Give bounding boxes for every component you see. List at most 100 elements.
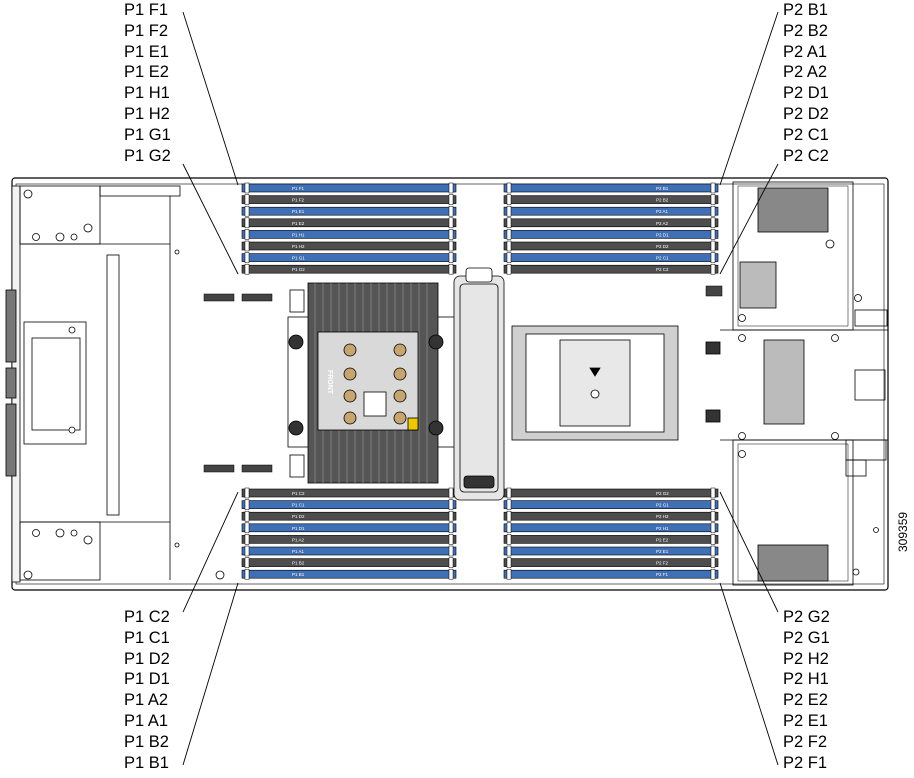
- dimm-latch: [448, 557, 454, 568]
- dimm-latch: [506, 229, 512, 240]
- dimm-slot: [241, 253, 457, 262]
- dimm-callout-label: P1 F2: [124, 21, 169, 40]
- dimm-callout-label: P1 D2: [124, 649, 170, 668]
- dimm-slot: [503, 535, 719, 544]
- dimm-slot: [241, 569, 457, 579]
- dimm-slot-silkscreen: P1 H1: [292, 232, 305, 237]
- dimm-slot: [503, 500, 719, 509]
- dimm-latch: [448, 252, 454, 263]
- small-connectors: [203, 285, 723, 473]
- dimm-slot-silkscreen: P1 C2: [292, 491, 305, 496]
- dimm-callout-label: P2 H1: [783, 670, 829, 689]
- dimm-slot: [241, 535, 457, 544]
- dimm-latch: [506, 217, 512, 229]
- dimm-latch: [244, 487, 250, 499]
- dimm-callout-label: P1 F1: [124, 1, 169, 19]
- dimm-slot: [241, 488, 457, 498]
- dimm-latch: [244, 182, 250, 194]
- dimm-slot: [241, 183, 457, 193]
- dimm-callout-label: P2 A2: [783, 63, 828, 82]
- dimm-callout-label: P2 E1: [783, 711, 828, 730]
- dimm-callout-label: P1 A2: [124, 691, 169, 710]
- dimm-callout-label: P2 F2: [783, 732, 828, 751]
- dimm-slot: [241, 195, 457, 204]
- dimm-latch: [244, 545, 250, 557]
- dimm-slot-silkscreen: P2 E1: [656, 549, 669, 554]
- dimm-slot: [503, 183, 719, 193]
- dimm-latch: [448, 487, 454, 499]
- dimm-slot: [241, 558, 457, 567]
- dimm-latch: [506, 534, 512, 545]
- dimm-slot-silkscreen: P2 F1: [656, 572, 669, 577]
- dimm-latch: [244, 217, 250, 229]
- dimm-slot-silkscreen: P2 B1: [656, 186, 669, 191]
- dimm-slot: [241, 264, 457, 274]
- dimm-latch: [448, 522, 454, 534]
- dimm-slot: [503, 488, 719, 498]
- dimm-latch: [710, 240, 716, 252]
- dimm-slot-silkscreen: P2 A1: [656, 209, 669, 214]
- dimm-latch: [244, 522, 250, 534]
- dimm-slot: [503, 253, 719, 262]
- dimm-callout-label: P2 B2: [783, 21, 828, 40]
- dimm-slot: [241, 511, 457, 521]
- dimm-callout-label: P1 C1: [124, 628, 170, 647]
- dimm-slot: [241, 500, 457, 509]
- dimm-latch: [506, 205, 512, 217]
- dimm-latch: [710, 194, 716, 205]
- dimm-latch: [244, 252, 250, 263]
- dimm-latch: [710, 545, 716, 557]
- dimm-latch: [710, 557, 716, 568]
- right-bay-screws: [738, 239, 879, 576]
- dimm-latch: [506, 263, 512, 275]
- dimm-callout-label: P1 B2: [124, 732, 169, 751]
- dimm-slot: [503, 546, 719, 556]
- dimm-latch: [710, 205, 716, 217]
- dimm-latch: [244, 205, 250, 217]
- dimm-latch: [710, 252, 716, 263]
- dimm-latch: [448, 217, 454, 229]
- dimm-latch: [448, 194, 454, 205]
- dimm-callout-label: P2 D2: [783, 104, 829, 123]
- dimm-callout-label: P1 D1: [124, 670, 170, 689]
- dimm-slot-silkscreen: P1 D2: [292, 514, 305, 519]
- dimm-callout-label: P1 G2: [124, 146, 171, 165]
- front-silkscreen: FRONT: [326, 370, 333, 395]
- dimm-slot: [241, 218, 457, 228]
- dimm-latch: [506, 182, 512, 194]
- dimm-latch: [710, 229, 716, 240]
- dimm-slot-silkscreen: P1 B1: [292, 572, 305, 577]
- dimm-latch: [710, 263, 716, 275]
- left-bezel: [5, 185, 181, 583]
- left-bezel-screws: [23, 189, 225, 580]
- dimm-slot-silkscreen: P1 E1: [292, 209, 305, 214]
- dimm-slot-silkscreen: P1 A2: [292, 537, 305, 542]
- dimm-slot-silkscreen: P2 E2: [656, 537, 669, 542]
- dimm-latch: [448, 534, 454, 545]
- dimm-slot-silkscreen: P1 H2: [292, 244, 305, 249]
- dimm-slot-silkscreen: P2 B2: [656, 198, 669, 203]
- dimm-slot-silkscreen: P1 B2: [292, 561, 305, 566]
- dimm-slot-silkscreen: P1 F2: [292, 198, 305, 203]
- dimm-slot-silkscreen: P2 D2: [656, 244, 669, 249]
- dimm-latch: [448, 182, 454, 194]
- dimm-callout-label: P2 E2: [783, 691, 828, 710]
- dimm-slot: [503, 241, 719, 251]
- dimm-latch: [448, 510, 454, 522]
- dimm-callout-label: P1 B1: [124, 753, 169, 772]
- air-baffle: [453, 267, 505, 501]
- dimm-slot: [503, 230, 719, 239]
- dimm-latch: [244, 568, 250, 580]
- dimm-slot: [503, 264, 719, 274]
- dimm-latch: [710, 499, 716, 510]
- dimm-latch: [710, 217, 716, 229]
- dimm-latch: [506, 557, 512, 568]
- dimm-callout-label: P1 E2: [124, 63, 169, 82]
- dimm-latch: [448, 568, 454, 580]
- dimm-callout-label: P2 C1: [783, 125, 829, 144]
- dimm-slot: [241, 230, 457, 239]
